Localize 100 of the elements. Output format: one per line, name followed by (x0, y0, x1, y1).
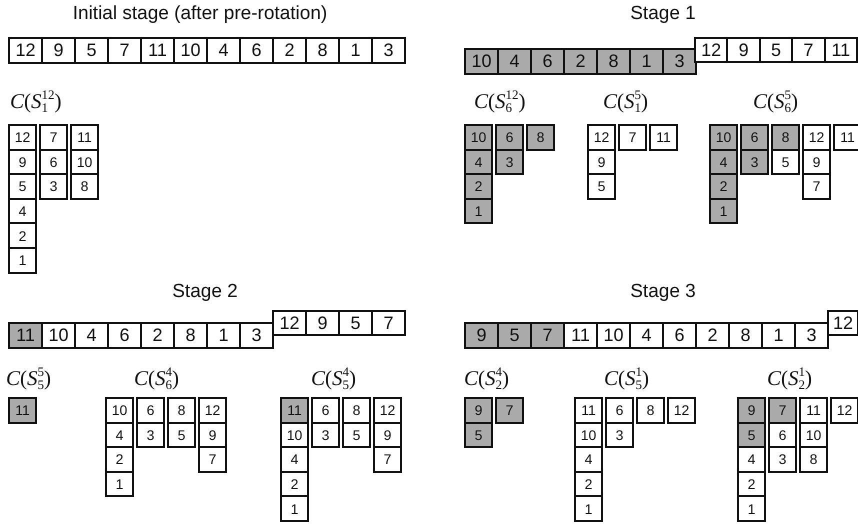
shaded-number-cell: 1 (709, 198, 738, 224)
shaded-number-cell: 2 (563, 48, 598, 75)
number-cell: 1 (737, 495, 766, 522)
number-cell: 2 (8, 222, 37, 249)
shaded-number-cell: 9 (464, 397, 493, 424)
number-cell: 11 (574, 397, 603, 424)
shaded-number-cell: 1 (464, 198, 493, 224)
number-cell: 11 (70, 124, 99, 151)
shaded-number-cell: 10 (464, 48, 499, 75)
number-cell: 4 (574, 446, 603, 473)
number-cell: 5 (771, 148, 800, 176)
number-cell: 12 (198, 397, 227, 424)
number-cell: 6 (107, 322, 142, 349)
number-cell: 5 (74, 37, 109, 64)
number-cell: 2 (695, 322, 730, 349)
shaded-number-cell: 2 (709, 173, 738, 200)
number-cell: 3 (371, 37, 406, 64)
number-cell: 7 (373, 446, 402, 473)
shaded-number-cell: 1 (629, 48, 664, 75)
shaded-number-cell: 3 (495, 148, 524, 176)
stage-heading: Stage 2 (171, 281, 239, 303)
shaded-number-cell: 7 (495, 397, 524, 424)
number-cell: 8 (305, 37, 340, 64)
number-cell: 4 (629, 322, 664, 349)
number-cell: 1 (105, 470, 134, 498)
shaded-number-cell: 3 (662, 48, 697, 75)
number-cell: 2 (140, 322, 175, 349)
shaded-number-cell: 5 (497, 322, 532, 349)
number-cell: 5 (8, 173, 37, 200)
shaded-number-cell: 6 (495, 124, 524, 151)
number-cell: 5 (167, 422, 196, 448)
shaded-number-cell: 10 (709, 124, 738, 151)
number-cell: 11 (824, 37, 858, 63)
shaded-number-cell: 8 (526, 124, 555, 151)
number-cell: 8 (167, 397, 196, 424)
number-cell: 12 (827, 310, 858, 336)
number-cell: 10 (173, 37, 208, 64)
number-cell: 12 (802, 124, 831, 151)
number-cell: 1 (574, 495, 603, 522)
number-cell: 3 (136, 422, 165, 448)
number-cell: 7 (791, 37, 826, 63)
shaded-number-cell: 9 (464, 322, 499, 349)
shaded-number-cell: 8 (771, 124, 800, 151)
number-cell: 12 (587, 124, 616, 151)
number-cell: 6 (662, 322, 697, 349)
number-cell: 3 (794, 322, 829, 349)
shaded-number-cell: 4 (497, 48, 532, 75)
stage-heading: Stage 3 (629, 281, 697, 303)
set-label: C(S$^{4}$$_{2}$) (464, 365, 510, 391)
number-cell: 9 (41, 37, 76, 64)
number-cell: 12 (8, 124, 37, 151)
number-cell: 12 (830, 397, 858, 424)
shaded-number-cell: 9 (737, 397, 766, 424)
number-cell: 7 (618, 124, 647, 151)
number-cell: 5 (758, 37, 794, 63)
number-cell: 2 (272, 37, 307, 64)
number-cell: 7 (371, 310, 406, 336)
number-cell: 6 (605, 397, 634, 424)
number-cell: 11 (649, 124, 678, 151)
number-cell: 6 (136, 397, 165, 424)
number-cell: 1 (8, 247, 37, 274)
shaded-number-cell: 7 (530, 322, 565, 349)
number-cell: 3 (39, 173, 68, 200)
number-cell: 1 (761, 322, 796, 349)
number-cell: 8 (799, 446, 828, 473)
number-cell: 10 (41, 322, 76, 349)
shaded-number-cell: 7 (768, 397, 797, 424)
number-cell: 7 (198, 446, 227, 473)
stage-heading: Initial stage (after pre-rotation) (72, 3, 328, 25)
set-label: C(S$^{12}$$_{1}$) (10, 88, 62, 114)
set-label: C(S$^{1}$$_{5}$) (604, 365, 650, 391)
number-cell: 12 (8, 37, 43, 64)
set-label: C(S$^{12}$$_{6}$) (474, 88, 526, 114)
number-cell: 9 (726, 37, 761, 63)
number-cell: 3 (239, 322, 274, 349)
number-cell: 12 (694, 37, 728, 63)
number-cell: 11 (563, 322, 598, 349)
number-cell: 3 (311, 422, 340, 448)
shaded-number-cell: 10 (464, 124, 493, 151)
number-cell: 4 (74, 322, 109, 349)
number-cell: 7 (107, 37, 142, 64)
number-cell: 11 (140, 37, 175, 64)
shaded-number-cell: 11 (280, 397, 309, 424)
set-label: C(S$^{4}$$_{5}$) (311, 365, 356, 391)
number-cell: 12 (667, 397, 696, 424)
number-cell: 6 (311, 397, 340, 424)
number-cell: 3 (605, 422, 634, 448)
number-cell: 10 (596, 322, 631, 349)
number-cell: 5 (587, 173, 616, 200)
stage-heading: Stage 1 (629, 3, 697, 25)
shaded-number-cell: 11 (8, 397, 37, 424)
number-cell: 2 (105, 446, 134, 473)
set-label: C(S$^{1}$$_{2}$) (767, 365, 812, 391)
number-cell: 5 (338, 310, 373, 336)
number-cell: 1 (206, 322, 241, 349)
number-cell: 10 (105, 397, 134, 424)
number-cell: 7 (802, 173, 831, 200)
shaded-number-cell: 3 (740, 148, 769, 176)
set-label: C(S$^{5}$$_{6}$) (753, 88, 798, 114)
number-cell: 9 (305, 310, 340, 336)
